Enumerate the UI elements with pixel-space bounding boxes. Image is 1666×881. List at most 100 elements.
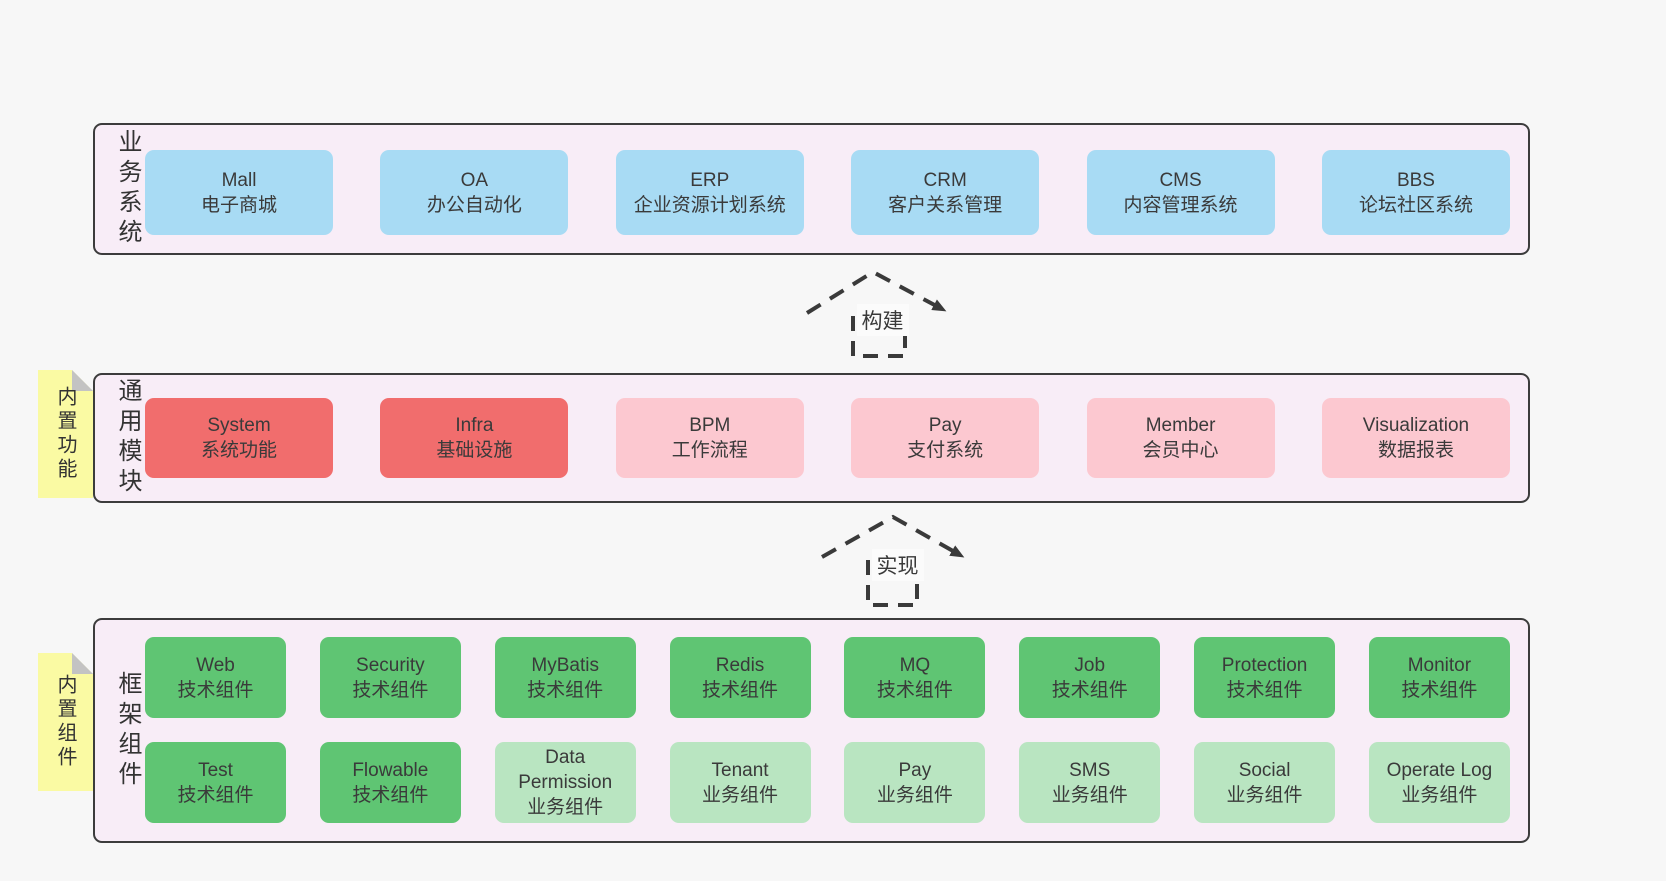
box-data-permission-desc: 业务组件: [527, 797, 604, 818]
box-crm-desc: 客户关系管理: [888, 194, 1003, 216]
layer-modules-label: 通用模块: [114, 378, 141, 498]
box-bpm-desc: 工作流程: [671, 440, 748, 461]
layer-framework-components: 框架组件 Web 技术组件 Security 技术组件 MyBatis 技术组件…: [93, 618, 1530, 843]
box-member-name: Member: [1145, 415, 1216, 436]
box-sms-desc: 业务组件: [1051, 784, 1128, 806]
box-tenant: Tenant 业务组件: [669, 742, 811, 823]
box-infra: Infra 基础设施: [380, 398, 569, 478]
box-data-permission-name: Data Permission: [518, 747, 613, 793]
box-test-name: Test: [198, 759, 233, 781]
box-job: Job 技术组件: [1019, 637, 1161, 718]
box-bpm-name: BPM: [689, 415, 731, 436]
box-infra-desc: 基础设施: [436, 440, 513, 461]
box-flowable: Flowable 技术组件: [319, 742, 461, 823]
box-redis-desc: 技术组件: [702, 679, 779, 701]
box-web: Web 技术组件: [145, 637, 286, 718]
box-operate-log-name: Operate Log: [1386, 759, 1493, 781]
components-box-row-2: Test 技术组件 Flowable 技术组件 Data Permission …: [145, 742, 1510, 823]
box-social: Social 业务组件: [1194, 742, 1336, 823]
box-visualization: Visualization 数据报表: [1321, 398, 1510, 478]
box-oa-name: OA: [460, 169, 489, 191]
business-box-row: Mall 电子商城 OA 办公自动化 ERP 企业资源计划系统 CRM 客户关系…: [145, 150, 1510, 235]
arrow-implement-label: 实现: [871, 549, 924, 581]
box-member-desc: 会员中心: [1142, 440, 1219, 461]
note-tab-built-in-components: 内置组件: [38, 653, 93, 791]
arrow-build: 构建: [800, 256, 965, 361]
box-pay: Pay 支付系统: [851, 398, 1040, 478]
box-erp-name: ERP: [690, 169, 730, 191]
arrow-build-label: 构建: [856, 304, 909, 336]
box-bbs-name: BBS: [1396, 169, 1435, 191]
box-data-permission: Data Permission 业务组件: [494, 742, 636, 823]
box-pay-desc: 支付系统: [907, 440, 984, 461]
box-cms: CMS 内容管理系统: [1086, 150, 1275, 235]
modules-box-row: System 系统功能 Infra 基础设施 BPM 工作流程 Pay 支付系统…: [145, 398, 1510, 478]
components-box-row-1: Web 技术组件 Security 技术组件 MyBatis 技术组件 Redi…: [145, 637, 1510, 718]
layer-business-label: 业务系统: [114, 129, 141, 249]
note-tab-built-in-features-label: 内置功能: [54, 386, 76, 482]
box-system-desc: 系统功能: [200, 440, 277, 461]
box-job-desc: 技术组件: [1051, 679, 1128, 701]
box-bbs: BBS 论坛社区系统: [1321, 150, 1510, 235]
box-member: Member 会员中心: [1086, 398, 1275, 478]
box-protection-desc: 技术组件: [1226, 679, 1303, 701]
box-cms-desc: 内容管理系统: [1123, 194, 1238, 216]
box-job-name: Job: [1074, 654, 1106, 676]
box-redis: Redis 技术组件: [669, 637, 811, 718]
note-tab-built-in-features: 内置功能: [38, 370, 93, 498]
box-pay-component: Pay 业务组件: [844, 742, 986, 823]
box-monitor-name: Monitor: [1407, 654, 1472, 676]
box-mybatis: MyBatis 技术组件: [494, 637, 636, 718]
box-operate-log: Operate Log 业务组件: [1368, 742, 1510, 823]
box-mall-desc: 电子商城: [200, 194, 277, 216]
box-pay-component-name: Pay: [898, 759, 932, 781]
box-mybatis-name: MyBatis: [531, 654, 599, 676]
box-erp-desc: 企业资源计划系统: [633, 194, 786, 216]
box-bpm: BPM 工作流程: [615, 398, 804, 478]
box-system: System 系统功能: [145, 398, 333, 478]
box-tenant-name: Tenant: [711, 759, 769, 781]
box-security: Security 技术组件: [319, 637, 461, 718]
box-infra-name: Infra: [455, 415, 494, 436]
box-mybatis-desc: 技术组件: [527, 679, 604, 701]
box-mq-desc: 技术组件: [876, 679, 953, 701]
box-crm: CRM 客户关系管理: [851, 150, 1040, 235]
box-security-name: Security: [356, 654, 425, 676]
box-erp: ERP 企业资源计划系统: [615, 150, 804, 235]
box-protection-name: Protection: [1221, 654, 1308, 676]
layer-business-systems: 业务系统 Mall 电子商城 OA 办公自动化 ERP 企业资源计划系统 CRM…: [93, 123, 1530, 255]
box-web-desc: 技术组件: [177, 679, 254, 701]
layer-components-label: 框架组件: [114, 670, 141, 791]
box-visualization-desc: 数据报表: [1377, 440, 1454, 461]
box-web-name: Web: [196, 654, 235, 676]
box-flowable-desc: 技术组件: [352, 784, 429, 806]
box-security-desc: 技术组件: [352, 679, 429, 701]
box-social-name: Social: [1238, 759, 1291, 781]
box-mall-name: Mall: [221, 169, 257, 191]
box-sms: SMS 业务组件: [1019, 742, 1161, 823]
box-protection: Protection 技术组件: [1194, 637, 1336, 718]
box-pay-component-desc: 业务组件: [876, 784, 953, 806]
layer-common-modules: 通用模块 System 系统功能 Infra 基础设施 BPM 工作流程 Pay…: [93, 373, 1530, 503]
box-system-name: System: [207, 415, 271, 436]
box-visualization-name: Visualization: [1362, 415, 1470, 436]
box-mq: MQ 技术组件: [844, 637, 986, 718]
box-flowable-name: Flowable: [352, 759, 429, 781]
box-monitor: Monitor 技术组件: [1368, 637, 1510, 718]
box-sms-name: SMS: [1069, 759, 1111, 781]
box-oa-desc: 办公自动化: [426, 194, 522, 216]
box-social-desc: 业务组件: [1226, 784, 1303, 806]
box-mall: Mall 电子商城: [145, 150, 333, 235]
folded-corner-icon: [72, 653, 93, 674]
box-pay-name: Pay: [928, 415, 962, 436]
box-mq-name: MQ: [899, 654, 931, 676]
box-test: Test 技术组件: [145, 742, 286, 823]
box-cms-name: CMS: [1159, 169, 1202, 191]
box-redis-name: Redis: [715, 654, 765, 676]
box-monitor-desc: 技术组件: [1401, 679, 1478, 701]
note-tab-built-in-components-label: 内置组件: [54, 674, 76, 770]
box-tenant-desc: 业务组件: [702, 784, 779, 806]
box-operate-log-desc: 业务组件: [1401, 784, 1478, 806]
box-crm-name: CRM: [923, 169, 967, 191]
arrow-implement: 实现: [815, 505, 980, 617]
